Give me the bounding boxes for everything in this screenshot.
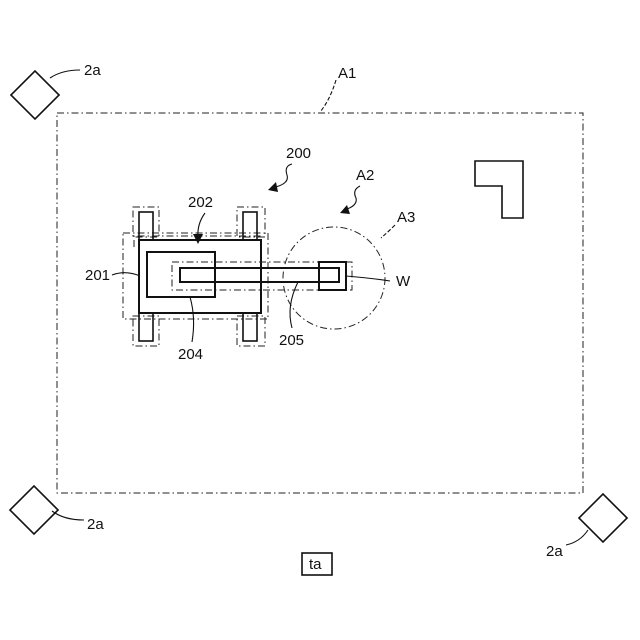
- body-201: [139, 240, 261, 313]
- label-205: 205: [279, 332, 304, 349]
- arm-205: [180, 268, 339, 282]
- label-202: 202: [188, 194, 213, 211]
- label-marker-bl: 2a: [87, 516, 104, 533]
- label-robot-200: 200: [286, 145, 311, 162]
- marker-2a-top-left: [11, 71, 59, 119]
- marker-tl-leader: [50, 70, 80, 78]
- marker-2a-bottom-left: [10, 486, 58, 534]
- label-workpiece: W: [396, 273, 411, 290]
- label-a1: A1: [338, 65, 356, 82]
- label-marker-tl: 2a: [84, 62, 101, 79]
- label-201: 201: [85, 267, 110, 284]
- marker-br-leader: [566, 530, 588, 545]
- marker-2a-bottom-right: [579, 494, 627, 542]
- a2-arrowhead: [340, 205, 350, 214]
- area-a1-boundary: [57, 113, 583, 493]
- label-table: ta: [309, 556, 322, 573]
- l-shaped-obstacle: [475, 161, 523, 218]
- workpiece-w: [319, 262, 346, 290]
- robot-200-arrowhead: [268, 182, 278, 192]
- label-a3: A3: [397, 209, 415, 226]
- wheel-bottom-left: [139, 313, 153, 341]
- a3-leader: [381, 225, 395, 238]
- label-workpiece-leader: [346, 276, 390, 281]
- label-marker-br: 2a: [546, 543, 563, 560]
- a1-leader: [320, 80, 336, 112]
- label-201-leader: [112, 273, 140, 276]
- label-204: 204: [178, 346, 203, 363]
- robot-envelope: [123, 233, 268, 319]
- wheel-bottom-right: [243, 313, 257, 341]
- label-a2: A2: [356, 167, 374, 184]
